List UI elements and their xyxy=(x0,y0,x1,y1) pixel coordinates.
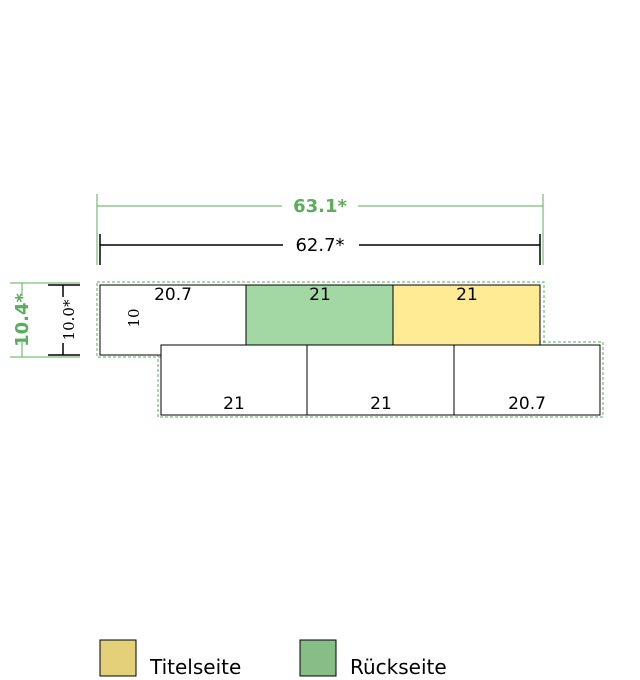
bottom-panel-1 xyxy=(160,344,308,416)
bottom-panel-2-label: 21 xyxy=(370,394,392,414)
legend-label-rueckseite: Rückseite xyxy=(350,655,447,679)
inner-width-dimension: 62.7* xyxy=(99,234,541,265)
inner-height-dimension: 10.0* xyxy=(48,284,80,356)
outer-width-label: 63.1* xyxy=(293,196,347,217)
top-row: 20.7 21 21 10 xyxy=(99,284,541,356)
bottom-row: 21 21 20.7 xyxy=(160,344,601,416)
bottom-panel-3-label: 20.7 xyxy=(508,394,546,414)
legend-swatch-titelseite xyxy=(99,639,137,677)
bottom-panel-2 xyxy=(306,344,455,416)
outer-width-dimension: 63.1* xyxy=(96,194,544,265)
top-panel-3-titelseite xyxy=(392,284,541,356)
inner-height-label: 10.0* xyxy=(60,299,78,340)
outer-height-label: 10.4* xyxy=(12,293,33,347)
legend-label-titelseite: Titelseite xyxy=(149,655,241,679)
top-panel-3-label: 21 xyxy=(456,285,478,305)
top-panel-1 xyxy=(99,284,247,356)
bottom-panel-1-label: 21 xyxy=(223,394,245,414)
legend-swatch-rueckseite xyxy=(299,639,337,677)
inner-width-label: 62.7* xyxy=(295,235,344,256)
bottom-panel-3 xyxy=(453,344,601,416)
outer-height-dimension: 10.4* xyxy=(10,282,80,358)
top-panel-2-label: 21 xyxy=(309,285,331,305)
top-panel-1-label: 20.7 xyxy=(154,285,192,305)
top-panel-1-side-label: 10 xyxy=(125,308,143,327)
legend: Titelseite Rückseite xyxy=(99,639,447,679)
top-panel-2-rueckseite xyxy=(245,284,394,356)
